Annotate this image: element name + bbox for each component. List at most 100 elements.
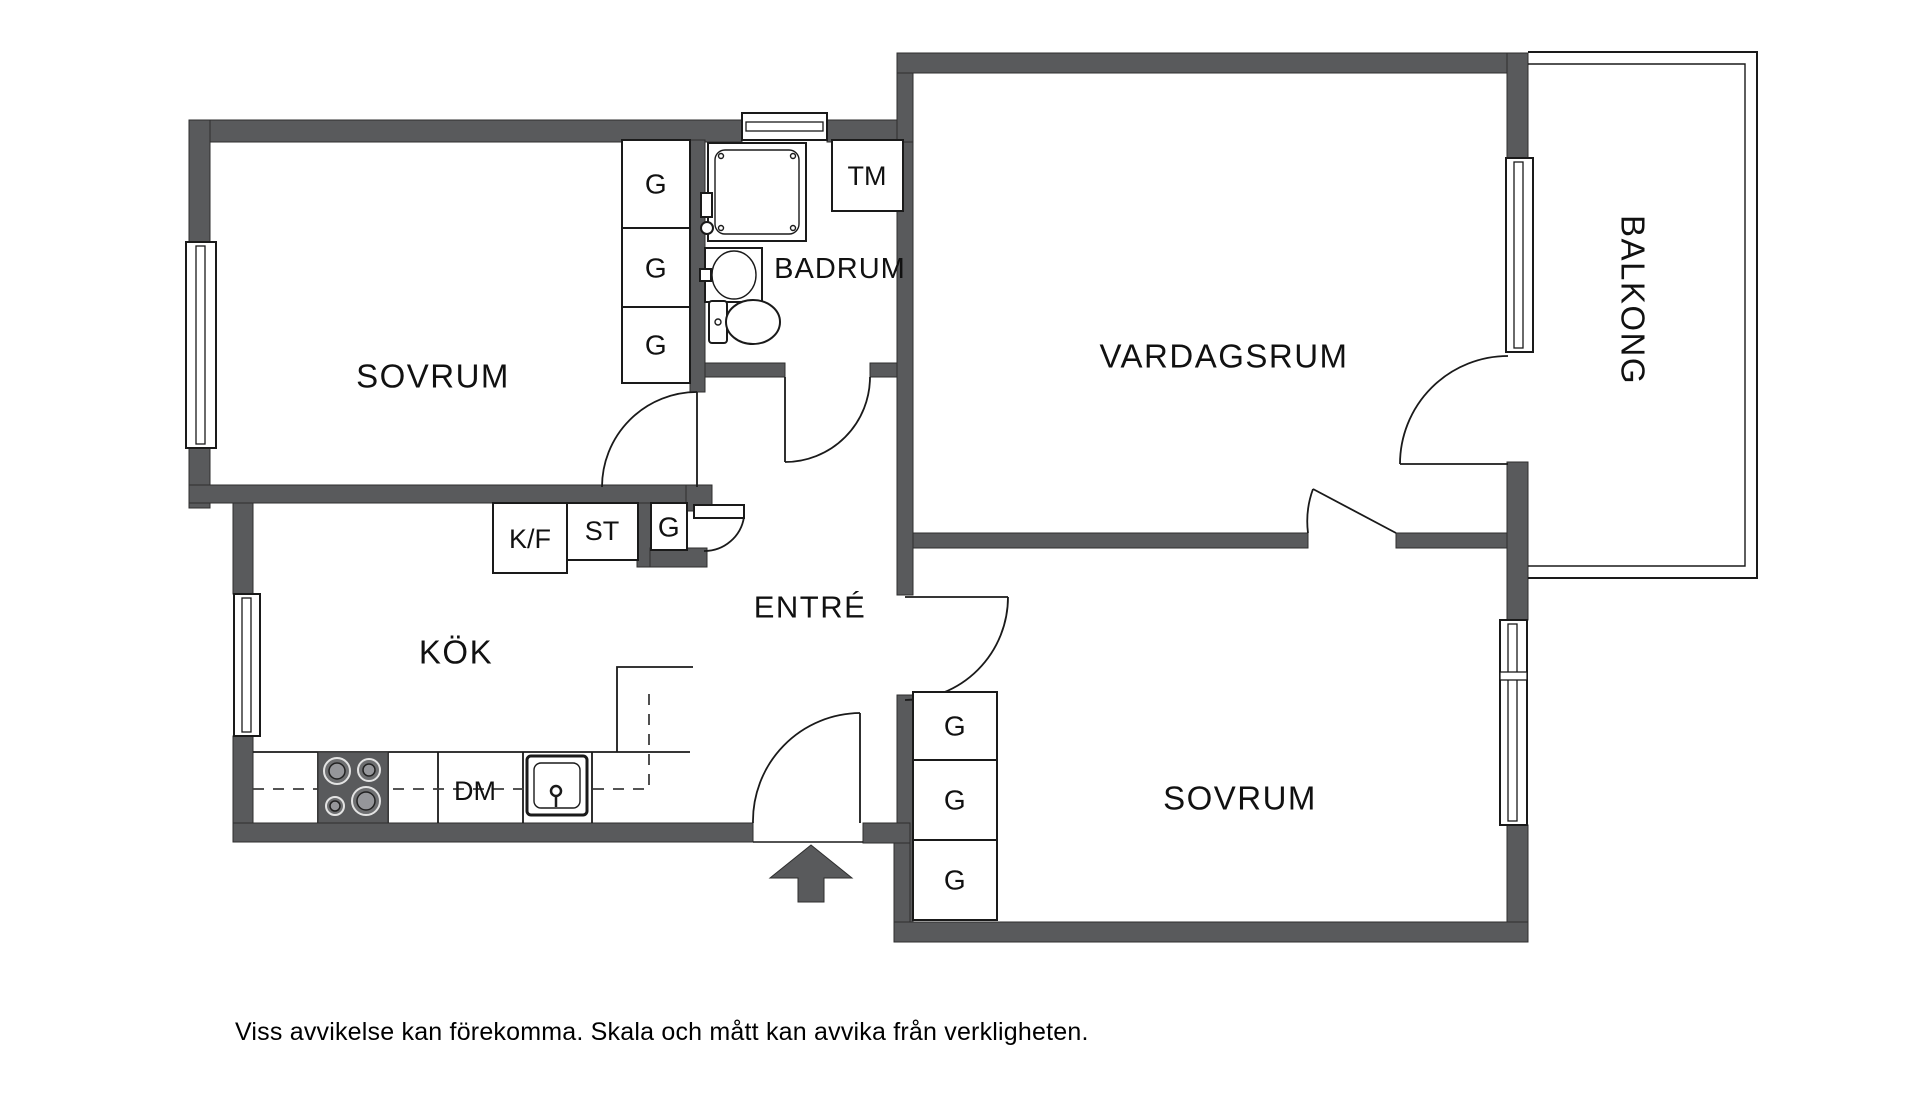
fridge-freezer-label: K/F — [509, 524, 551, 554]
shower-tray — [714, 149, 800, 235]
door-hall-wardrobe — [693, 504, 745, 552]
cleaning-cabinet-box — [566, 502, 639, 561]
wall-segment — [188, 484, 698, 504]
door-leaf — [1312, 488, 1397, 534]
door-livingroom-bedroom2 — [1306, 488, 1397, 534]
wall-segment — [1506, 52, 1529, 159]
windows — [185, 112, 1534, 826]
wall-segment — [912, 532, 1309, 549]
stove-icon — [317, 751, 389, 824]
door-arc — [601, 391, 698, 488]
door-livingroom-entry — [784, 376, 871, 463]
toilet-icon — [708, 299, 781, 345]
wardrobe-label: G — [944, 711, 966, 742]
toilet-bowl — [725, 299, 781, 345]
window-glass — [745, 121, 824, 132]
sink-faucet — [549, 784, 563, 798]
shower-handle — [700, 221, 714, 235]
washbasin-tap — [699, 268, 712, 282]
counter-edge-l — [616, 666, 693, 752]
wall-segment — [232, 502, 254, 595]
closets: G G G G G G G K/F ST TM — [492, 139, 998, 921]
room-label-entry: ENTRÉ — [754, 590, 867, 625]
shower-corner-dot — [789, 152, 797, 160]
wall-segment — [869, 362, 898, 378]
wall-segment — [893, 842, 911, 923]
room-label-livingroom: VARDAGSRUM — [1099, 338, 1348, 375]
balcony-railing-inner — [1528, 63, 1746, 567]
door-arc — [784, 376, 871, 463]
shower-corner-dot — [789, 224, 797, 232]
dishwasher-label: DM — [454, 776, 496, 806]
window-glass — [195, 245, 206, 445]
window-bedroom2-east — [1499, 619, 1528, 826]
washing-machine-label: TM — [848, 161, 887, 191]
wardrobe-label: G — [944, 865, 966, 896]
wall-segment — [188, 119, 211, 243]
wardrobe-box — [650, 502, 688, 551]
wardrobe-label: G — [645, 253, 667, 284]
room-label-bedroom1: SOVRUM — [356, 358, 510, 395]
shower-corner-dot — [717, 152, 725, 160]
window-livingroom-east — [1505, 157, 1534, 353]
washing-machine-box — [831, 139, 904, 212]
window-glass — [1513, 161, 1524, 349]
door-leaf — [693, 504, 745, 519]
door-balcony — [1399, 355, 1509, 465]
room-label-bedroom2: SOVRUM — [1163, 780, 1317, 817]
wardrobe-box — [621, 306, 691, 384]
wall-segment — [188, 119, 743, 143]
balcony-railing-outer — [1528, 51, 1758, 579]
window-glass — [241, 597, 252, 733]
wardrobe-label: G — [658, 512, 680, 543]
entrance-arrow-icon — [768, 844, 854, 903]
kitchen-fixtures: DM — [253, 666, 693, 824]
window-bedroom1-west — [185, 241, 217, 449]
door-arc — [703, 516, 745, 552]
shower-mixer — [700, 192, 713, 218]
door-arc — [752, 712, 861, 824]
wardrobe-label: G — [944, 785, 966, 816]
burner-inner — [328, 762, 346, 780]
toilet-tank — [708, 300, 728, 344]
sink-icon — [525, 754, 589, 817]
wardrobe-box — [621, 139, 691, 229]
doors — [601, 355, 1509, 843]
bathroom-fixtures — [699, 142, 807, 345]
wall-segment — [1395, 532, 1508, 549]
toilet-button — [714, 318, 722, 326]
door-entrance — [752, 712, 863, 843]
burner-inner — [362, 763, 376, 777]
shower-icon — [700, 142, 807, 242]
door-arc — [1306, 488, 1314, 534]
room-label-bathroom: BADRUM — [774, 253, 906, 285]
window-transom — [1499, 671, 1528, 681]
wall-segment — [1506, 461, 1529, 621]
washbasin-icon — [699, 247, 763, 303]
room-label-balcony: BALKONG — [1615, 215, 1652, 385]
cleaning-cabinet-label: ST — [585, 516, 620, 546]
wall-segment — [704, 362, 786, 378]
fridge-freezer-box — [492, 502, 568, 574]
balcony-railing — [1528, 51, 1758, 579]
wardrobe-box — [912, 691, 998, 761]
wardrobe-box — [912, 839, 998, 921]
wardrobe-box — [912, 759, 998, 841]
room-label-kitchen: KÖK — [419, 634, 493, 671]
window-glass — [1507, 623, 1518, 822]
burner-inner — [329, 800, 341, 812]
window-bathroom-north — [741, 112, 828, 141]
door-bedroom1 — [601, 391, 698, 488]
walls — [188, 52, 1529, 943]
wardrobe-box — [621, 227, 691, 308]
wall-segment — [862, 822, 911, 844]
door-arc — [1399, 355, 1509, 465]
wall-segment — [893, 921, 1529, 943]
shower-enclosure — [707, 142, 807, 242]
washbasin-counter — [704, 247, 763, 303]
wardrobe-label: G — [645, 169, 667, 200]
room-labels: SOVRUM BADRUM VARDAGSRUM BALKONG ENTRÉ K… — [356, 215, 1651, 817]
disclaimer-text: Viss avvikelse kan förekomma. Skala och … — [235, 1018, 1089, 1046]
